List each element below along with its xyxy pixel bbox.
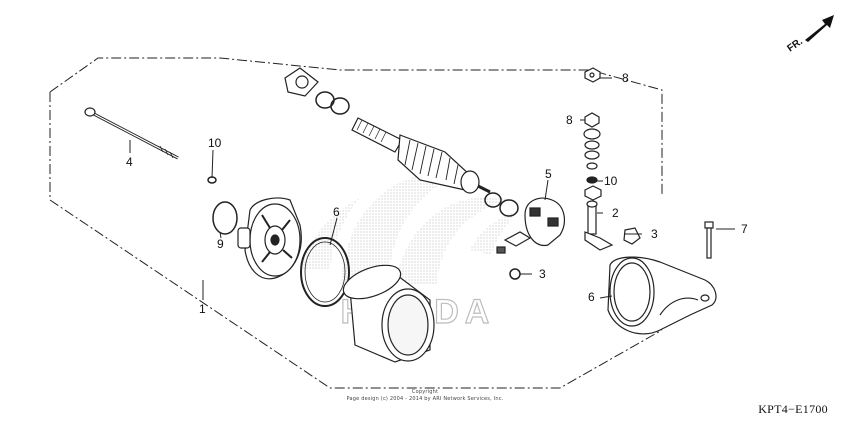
assembly-outline (49, 57, 663, 195)
part-3-nut-lower (509, 268, 521, 280)
part-5-brush-holder (496, 197, 566, 254)
front-cover-housing (237, 197, 302, 280)
part-6-o-ring-left-inner (304, 241, 346, 303)
diagram-code: KPT4−E1700 (758, 402, 828, 416)
top-plate (284, 67, 319, 97)
callout-7: 7 (741, 222, 748, 236)
assembly-outline-lower (49, 92, 663, 389)
callout-10-right: 10 (604, 174, 618, 188)
part-4-bolt (84, 107, 179, 160)
callout-3-lower: 3 (539, 267, 546, 281)
callout-1: 1 (199, 302, 206, 316)
callout-10-left: 10 (208, 136, 222, 150)
callout-6-left: 6 (333, 205, 340, 219)
armature-washer-2 (499, 199, 519, 217)
part-9-ring (212, 201, 238, 235)
front-direction-label: FR. (785, 36, 805, 54)
copyright-label: Copyright (411, 389, 439, 395)
copyright-notice: Page design (c) 2004 - 2014 by ARI Netwo… (346, 396, 504, 402)
honda-wing-watermark (300, 169, 520, 285)
front-direction-arrow: FR. (785, 15, 834, 55)
armature (351, 117, 491, 194)
part-6-o-ring-left (300, 237, 350, 307)
part-2-terminal-bolt (584, 200, 614, 251)
part-7-bolt (704, 221, 714, 259)
rear-cover (607, 256, 717, 335)
callout-3-right: 3 (651, 227, 658, 241)
armature-washer-1 (484, 192, 502, 208)
callout-5: 5 (545, 167, 552, 181)
callout-8-top: 8 (622, 71, 629, 85)
callout-4: 4 (126, 155, 133, 169)
callout-9: 9 (217, 237, 224, 251)
callout-6-right: 6 (588, 290, 595, 304)
callout-2: 2 (612, 206, 619, 220)
callout-8-stack: 8 (566, 113, 573, 127)
leader-lines (129, 77, 735, 300)
yoke-cylinder (342, 264, 435, 363)
washer-stack (583, 112, 602, 201)
callout-labels: 1 2 3 3 4 5 6 6 7 8 8 9 10 10 (126, 71, 748, 316)
top-washer-2 (330, 97, 350, 115)
part-3-clip-right (623, 227, 641, 245)
